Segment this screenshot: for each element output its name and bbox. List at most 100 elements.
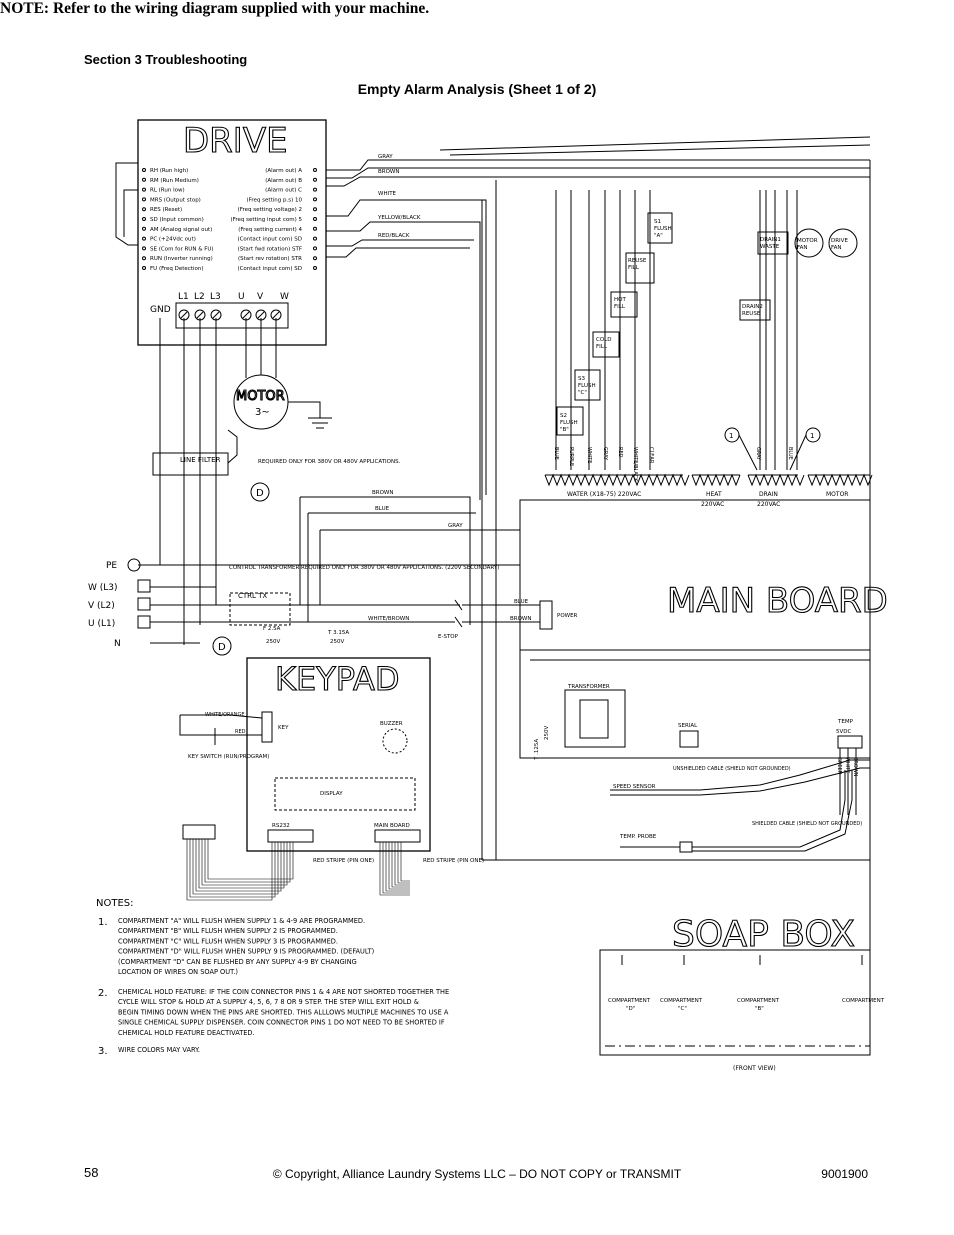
svg-text:COMPARTMENT: COMPARTMENT — [737, 998, 780, 1004]
drive-left-terminal: RL (Run low) — [150, 188, 185, 194]
mainboard-stripe-label: RED STRIPE (PIN ONE) — [423, 858, 484, 864]
svg-text:S2: S2 — [560, 413, 567, 419]
motor-label: MOTOR — [236, 389, 285, 404]
drive-right-terminal: (Freq setting current) 4 — [238, 227, 302, 233]
soap-compartment-label: COMPARTMENT "B" — [737, 998, 780, 1012]
svg-text:"C": "C" — [678, 1006, 687, 1012]
wire-label-yellow-black: YELLOW/BLACK — [377, 215, 421, 221]
wire-white-orange: WHITE/ORANGE — [205, 712, 244, 718]
drive-right-terminal: (Start rev rotation) STR — [238, 256, 302, 262]
power-terminal-screw — [194, 309, 206, 321]
wire-label-white-brown: WHITE/BROWN — [368, 616, 409, 622]
keypad-mainboard-label: MAIN BOARD — [374, 823, 410, 829]
wire-label-gray: GRAY — [378, 154, 393, 160]
speed-sensor-label: SPEED SENSOR — [613, 784, 656, 790]
svg-text:"B": "B" — [755, 1006, 764, 1012]
valve-wire-label: BLUE — [787, 447, 793, 460]
notes-heading: NOTES: — [96, 898, 134, 909]
mb-fuse-label: T .125A — [534, 739, 540, 761]
drive-right-terminal: (Alarm out) B — [265, 178, 302, 184]
marker-1-right: 1 — [810, 432, 814, 440]
note-line: CHEMICAL HOLD FEATURE DEACTIVATED. — [118, 1029, 255, 1037]
note-number: 1. — [98, 917, 108, 928]
soap-box-title: SOAP BOX — [672, 914, 855, 955]
power-terminal-screw — [178, 309, 190, 321]
power-terminal-screw — [210, 309, 222, 321]
keypad-key-label: KEY — [278, 725, 289, 731]
note-number: 3. — [98, 1046, 108, 1057]
svg-text:HOT: HOT — [614, 297, 626, 303]
power-terminal-screw — [255, 309, 267, 321]
svg-text:"A": "A" — [654, 233, 663, 239]
svg-text:COMPARTMENT: COMPARTMENT — [842, 998, 885, 1004]
svg-text:"B": "B" — [560, 427, 569, 433]
temp-voltage: 5VDC — [836, 729, 851, 735]
note-line: (COMPARTMENT "D" CAN BE FLUSHED BY ANY S… — [118, 958, 357, 966]
estop-label: E-STOP — [438, 634, 459, 640]
line-filter-label: LINE FILTER — [180, 456, 221, 464]
drive-right-terminal: (Freq setting p.s) 10 — [247, 197, 303, 203]
note-line: COMPARTMENT "D" WILL FLUSH WHEN SUPPLY 9… — [118, 948, 374, 956]
wire-label-white: WHITE — [378, 191, 397, 197]
wire-red: RED — [235, 729, 246, 735]
svg-text:COLD: COLD — [596, 337, 611, 343]
copyright: © Copyright, Alliance Laundry Systems LL… — [272, 1167, 682, 1181]
connector-water-label: WATER (X18-75) 220VAC — [567, 491, 641, 498]
drive-power-terminal: L2 — [194, 292, 205, 302]
note-number: 2. — [98, 988, 108, 999]
drive-left-terminal: RM (Run Medium) — [150, 178, 199, 184]
svg-text:REUSE: REUSE — [628, 258, 647, 264]
keypad-rs232-label: RS232 — [272, 823, 290, 829]
drive-right-terminal: (Contact input com) SD — [237, 266, 302, 272]
rs232-stripe-label: RED STRIPE (PIN ONE) — [313, 858, 374, 864]
key-switch-label: KEY SWITCH (RUN/PROGRAM) — [188, 754, 269, 760]
power-label: POWER — [557, 613, 578, 619]
temp-wire-brown: BROWN — [852, 757, 858, 777]
note-line: COMPARTMENT "C" WILL FLUSH WHEN SUPPLY 3… — [118, 937, 338, 945]
svg-text:S3: S3 — [578, 376, 585, 382]
ctrl-tx-label: CTRL TX — [238, 592, 267, 600]
soap-compartment-label: COMPARTMENT"D" — [608, 998, 651, 1012]
svg-text:FILL: FILL — [596, 344, 608, 350]
valve-wire-label: RED — [617, 447, 623, 458]
page-number: 58 — [84, 1165, 99, 1180]
svg-text:DRIVE: DRIVE — [831, 238, 848, 244]
svg-text:MOTOR: MOTOR — [797, 238, 818, 244]
svg-text:"C": "C" — [578, 390, 587, 396]
svg-text:DRAIN1: DRAIN1 — [760, 237, 781, 243]
d-marker-1: D — [256, 488, 264, 499]
valve-wire-label: GRAY — [755, 447, 761, 461]
svg-text:FLUSH: FLUSH — [654, 226, 672, 232]
connector-heat-voltage: 220VAC — [701, 501, 724, 508]
mb-fuse-voltage: 250V — [544, 726, 550, 740]
note-line: COMPARTMENT "A" WILL FLUSH WHEN SUPPLY 1… — [118, 917, 365, 925]
wire-label-blue: BLUE — [375, 506, 390, 512]
note-line: SINGLE CHEMICAL SUPPLY DISPENSER. COIN C… — [118, 1019, 445, 1027]
svg-text:COMPARTMENT: COMPARTMENT — [660, 998, 703, 1004]
drive-right-terminal: (Freq setting voltage) 2 — [238, 207, 302, 213]
drive-power-terminal: V — [257, 292, 264, 302]
svg-text:"D": "D" — [626, 1006, 635, 1012]
svg-text:FAN: FAN — [797, 245, 808, 251]
document-number: 9001900 — [821, 1167, 868, 1181]
drive-title: DRIVE — [183, 121, 288, 161]
supply-label: U (L1) — [88, 619, 115, 629]
supply-label: PE — [106, 561, 117, 571]
drive-power-terminal: U — [238, 292, 245, 302]
connector-drain-label: DRAIN — [759, 491, 778, 498]
drive-power-terminal: GND — [150, 305, 171, 315]
drive-right-terminal: (Alarm out) A — [265, 168, 302, 174]
marker-1-left: 1 — [729, 432, 733, 440]
keypad-title: KEYPAD — [275, 660, 400, 698]
drive-power-terminal: W — [280, 292, 289, 302]
note-line: LOCATION OF WIRES ON SOAP OUT.) — [118, 968, 238, 976]
section-heading: Section 3 Troubleshooting — [84, 52, 248, 67]
wire-label-brown-2: BROWN — [372, 490, 393, 496]
transformer-label: TRANSFORMER — [567, 684, 610, 690]
drive-right-terminal: (Contact input com) SD — [237, 237, 302, 243]
